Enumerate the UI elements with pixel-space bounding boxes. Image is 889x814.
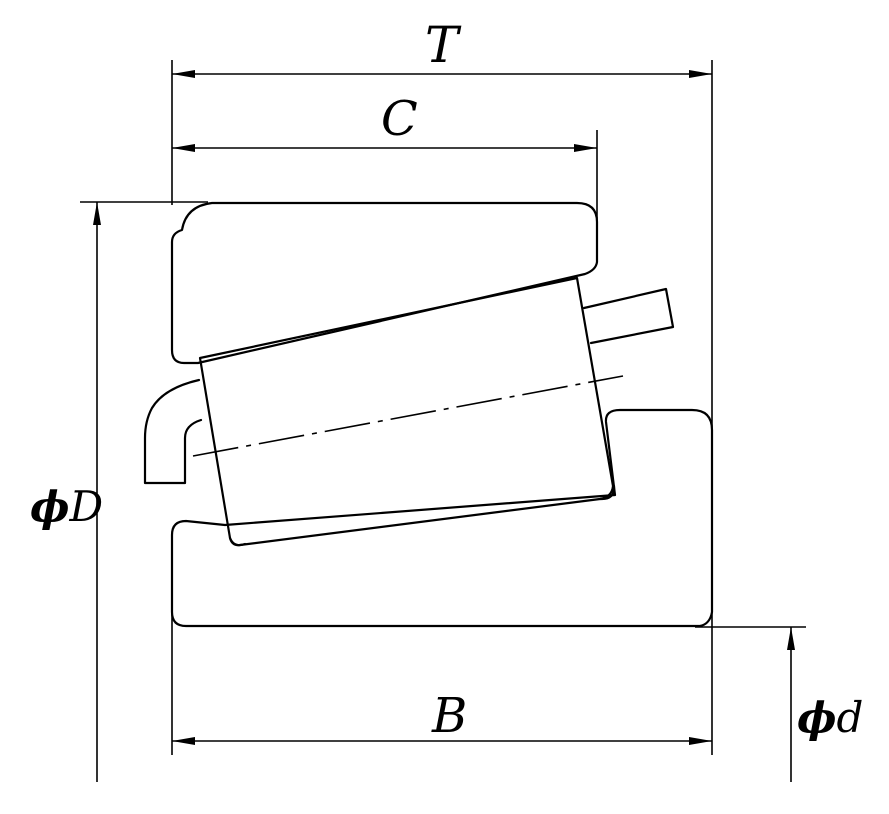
- label-C: C: [381, 91, 418, 147]
- arrowhead-D-top: [93, 202, 101, 225]
- label-phi-d: ϕd: [797, 697, 863, 739]
- label-T: T: [425, 16, 459, 74]
- outer-ring-cup: [170, 201, 599, 365]
- roller-edge-arc-bottom: [228, 536, 247, 547]
- arrowhead-T-left: [172, 70, 195, 78]
- roller-edge-arc-right: [598, 484, 616, 501]
- arrowhead-T-right: [689, 70, 712, 78]
- arrowhead-B-right: [689, 737, 712, 745]
- phi-symbol-D: ϕ: [30, 482, 70, 531]
- cage: [143, 378, 203, 485]
- dimension-T: [171, 60, 713, 755]
- arrowhead-B-left: [172, 737, 195, 745]
- label-d-letter: d: [836, 693, 864, 742]
- label-phi-D: ϕD: [30, 486, 103, 528]
- dimension-B: [171, 600, 712, 755]
- tapered-roller: [192, 276, 624, 547]
- dimension-D: [80, 201, 208, 782]
- arrowhead-C-left: [172, 144, 195, 152]
- roller-spigot: [582, 287, 675, 345]
- dimension-d: [695, 626, 806, 782]
- label-B: B: [432, 688, 468, 744]
- roller-axis-centerline: [192, 375, 624, 457]
- roller-body: [198, 276, 615, 547]
- label-D-letter: D: [69, 482, 104, 531]
- arrowhead-C-right: [574, 144, 597, 152]
- inner-ring-cone: [170, 408, 714, 628]
- phi-symbol-d: ϕ: [797, 693, 837, 742]
- arrowhead-d-top: [787, 627, 795, 650]
- dimension-C: [172, 130, 598, 222]
